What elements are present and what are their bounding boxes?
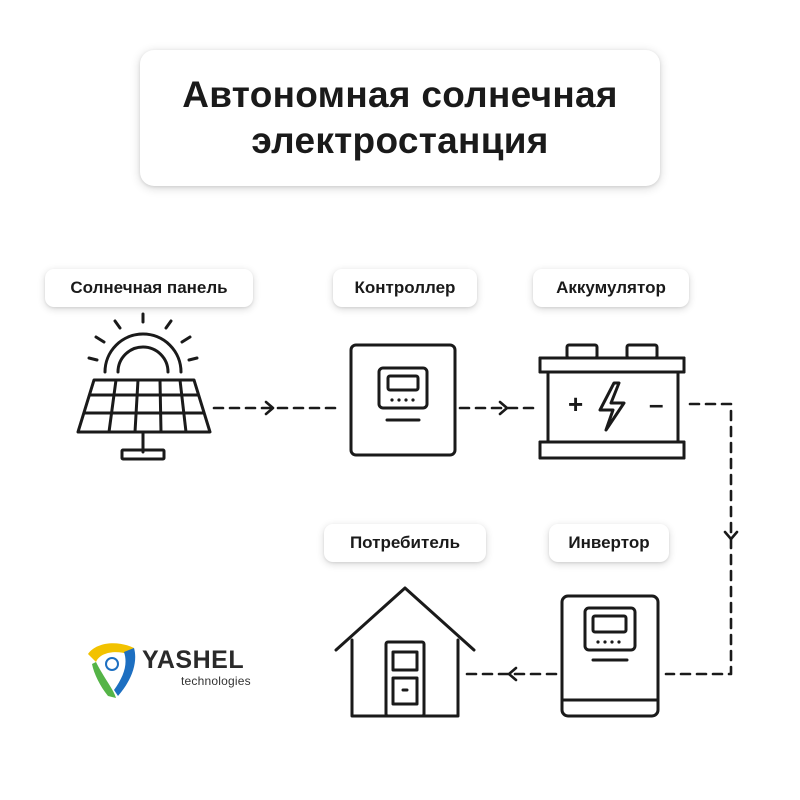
connector-battery-inverter [664, 402, 733, 676]
battery-plus-sign: + [568, 389, 583, 419]
inverter-icon [560, 594, 660, 718]
title-line-1: Автономная солнечная [182, 74, 618, 115]
arrowhead-right [498, 400, 509, 416]
house-icon [334, 586, 476, 718]
title-line-2: электростанция [251, 120, 549, 161]
solar-panel-icon [76, 312, 212, 461]
label-battery: Аккумулятор [533, 269, 689, 307]
logo-name: YASHEL [142, 646, 245, 674]
arrowhead-right [264, 400, 275, 416]
label-inverter: Инвертор [549, 524, 669, 562]
yashel-logo-icon [88, 643, 136, 698]
battery-icon [538, 343, 686, 460]
title-card: Автономная солнечная электростанция [140, 50, 660, 186]
label-controller: Контроллер [333, 269, 477, 307]
battery-minus-sign: – [649, 389, 663, 419]
arrowhead-down [723, 530, 739, 541]
controller-icon [349, 343, 457, 457]
logo-tagline: technologies [181, 674, 251, 688]
label-solar-panel: Солнечная панель [45, 269, 253, 307]
arrowhead-left [507, 666, 518, 682]
label-consumer: Потребитель [324, 524, 486, 562]
